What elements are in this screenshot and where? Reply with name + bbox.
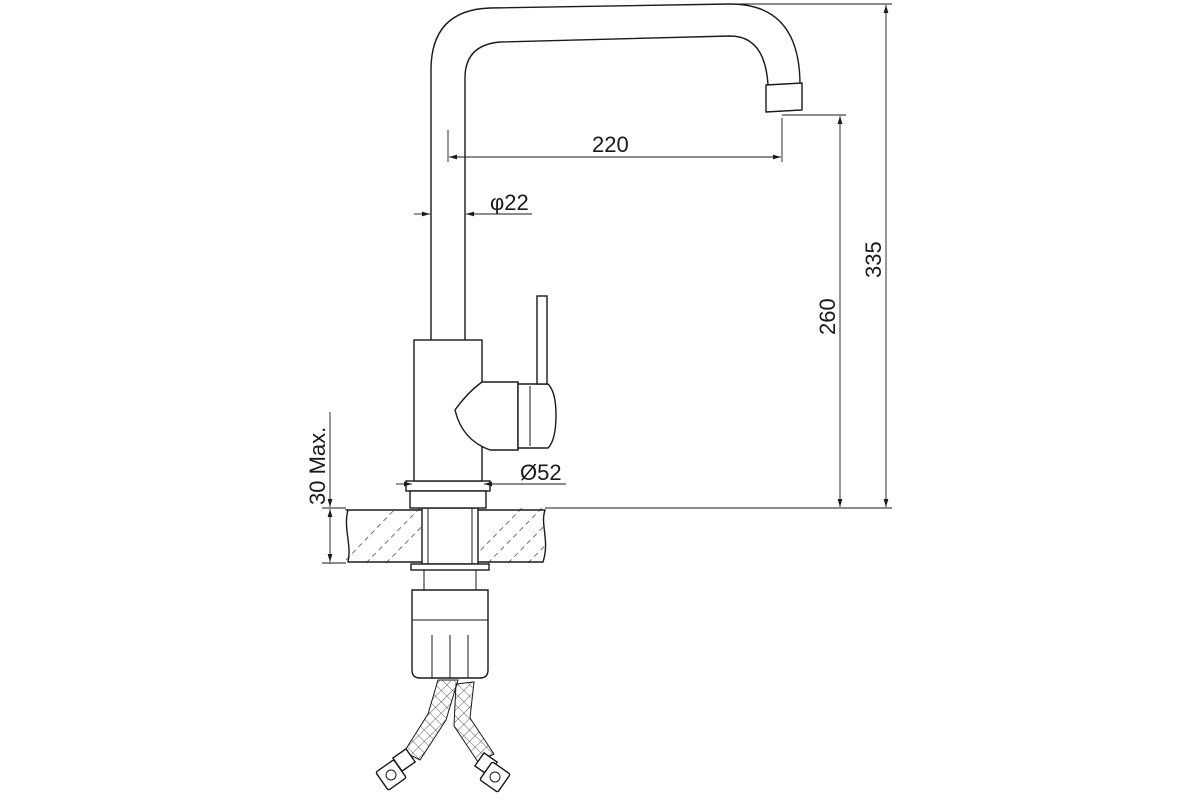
mounting-shank [410,507,490,571]
dimension-base-diameter: Ø52 [396,460,566,487]
dimension-spout-height: 260 [782,114,846,507]
dimension-countertop-thickness: 30 Max. [305,412,346,564]
supply-hoses [375,570,511,793]
label-countertop-thickness: 30 Max. [305,427,330,505]
base-ring [405,480,491,509]
label-total-height: 335 [861,241,886,278]
dimension-spout-reach: 220 [447,118,783,162]
faucet-body [413,295,557,482]
label-spout-height: 260 [815,298,840,335]
label-pipe-diameter: φ22 [490,190,529,215]
label-spout-reach: 220 [592,132,629,157]
label-base-diameter: Ø52 [520,460,562,485]
dimension-total-height: 335 [730,3,892,507]
spout [430,3,803,341]
dimension-pipe-diameter: φ22 [414,190,532,217]
